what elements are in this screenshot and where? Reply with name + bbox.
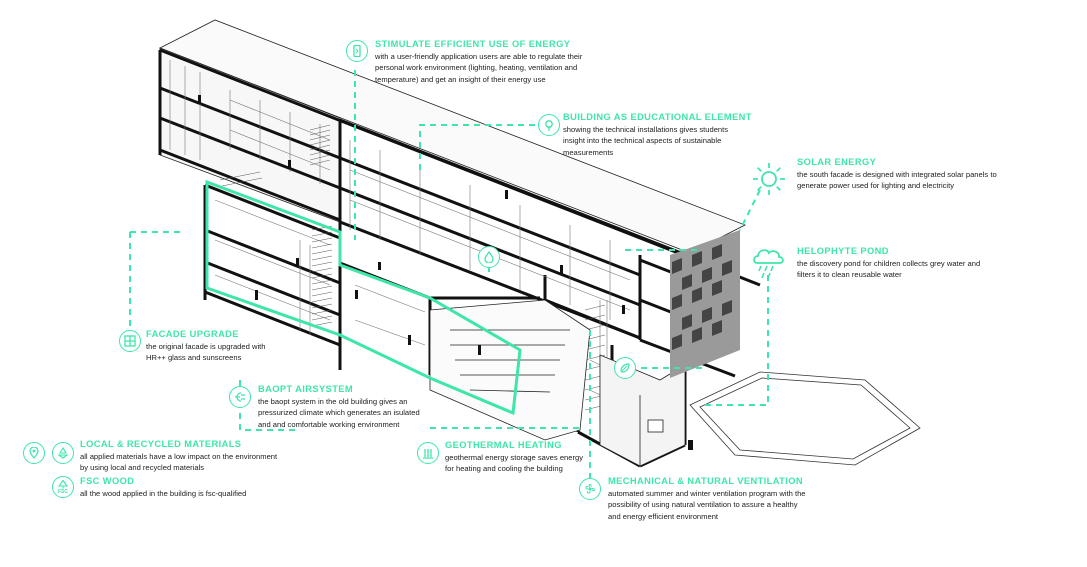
callout-body: automated summer and winter ventilation … [608,489,806,521]
water-drop-icon [478,246,500,268]
air-plug-icon [229,386,251,408]
lightbulb-icon [538,114,560,136]
callout-title: STIMULATE EFFICIENT USE OF ENERGY [375,39,571,49]
callout-body: geothermal energy storage saves energy f… [445,453,584,474]
callout-materials: LOCAL & RECYCLED MATERIALS all applied m… [80,439,280,474]
callout-title: GEOTHERMAL HEATING [445,440,562,450]
callout-baopt: BAOPT AIRSYSTEM the baopt system in the … [258,384,428,430]
callout-body: all the wood applied in the building is … [80,489,247,498]
recycle-icon [52,442,74,464]
callout-title: LOCAL & RECYCLED MATERIALS [80,439,242,449]
rain-cloud-icon [750,243,788,281]
callout-helophyte: HELOPHYTE POND the discovery pond for ch… [797,246,997,281]
callout-education: BUILDING AS EDUCATIONAL ELEMENT showing … [563,112,752,158]
fan-icon [579,478,601,500]
callout-title: SOLAR ENERGY [797,157,877,167]
callout-ventilation: MECHANICAL & NATURAL VENTILATION automat… [608,476,808,522]
callout-body: showing the technical installations give… [563,125,729,157]
leaf-pond-icon [614,357,636,379]
fsc-tree-icon: FSC [52,476,74,498]
callout-body: with a user-friendly application users a… [375,52,583,84]
callout-fsc: FSC WOOD all the wood applied in the bui… [80,476,290,499]
callout-title: FACADE UPGRADE [146,329,239,339]
heat-bars-icon [417,442,439,464]
location-pin-icon [23,442,45,464]
callout-title: HELOPHYTE POND [797,246,889,256]
callout-title: FSC WOOD [80,476,135,486]
callout-facade: FACADE UPGRADE the original facade is up… [146,329,266,364]
callout-title: MECHANICAL & NATURAL VENTILATION [608,476,803,486]
callout-solar: SOLAR ENERGY the south facade is designe… [797,157,1002,192]
callout-energy: STIMULATE EFFICIENT USE OF ENERGY with a… [375,39,610,85]
sun-icon [752,162,786,196]
callout-title: BUILDING AS EDUCATIONAL ELEMENT [563,112,752,122]
callout-body: the discovery pond for children collects… [797,259,981,280]
callout-title: BAOPT AIRSYSTEM [258,384,354,394]
callout-body: the baopt system in the old building giv… [258,397,420,429]
window-grid-icon [119,330,141,352]
smartphone-icon [346,40,368,62]
callout-body: the original facade is upgraded with HR+… [146,342,266,363]
fsc-icon-label: FSC [58,488,68,495]
old-building-highlight [205,179,522,416]
callout-geothermal: GEOTHERMAL HEATING geothermal energy sto… [445,440,585,475]
callout-body: all applied materials have a low impact … [80,452,278,473]
callout-body: the south facade is designed with integr… [797,170,997,191]
